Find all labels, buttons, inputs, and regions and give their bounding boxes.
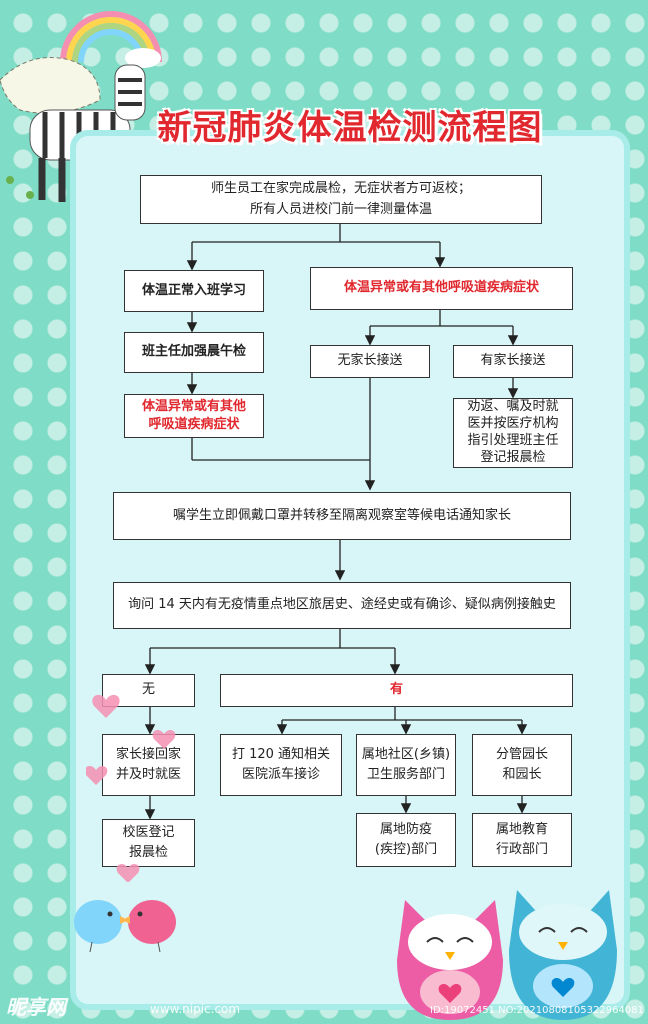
node-yes: 有	[220, 674, 573, 707]
watermark-bar: 昵享网 www.nipic.com ID:19072451 NO:2021080…	[0, 994, 648, 1024]
page-title: 新冠肺炎体温检测流程图	[157, 108, 543, 148]
node-abnormal-temp: 体温异常或有其他呼吸道疾病症状	[310, 267, 573, 310]
node-with-parent-action: 劝返、嘱及时就 医并按医疗机构 指引处理班主任 登记报晨检	[453, 398, 573, 468]
node-go-home: 家长接回家 并及时就医	[102, 734, 195, 796]
hearts-decoration	[86, 694, 176, 882]
watermark-logo: 昵享网	[6, 995, 66, 1019]
node-inquiry: 询问 14 天内有无疫情重点地区旅居史、途经史或有确诊、疑似病例接触史	[113, 582, 571, 629]
node-abnormal-class: 体温异常或有其他 呼吸道疾病症状	[124, 394, 264, 438]
node-director: 分管园长 和园长	[472, 734, 572, 796]
birds-decoration	[74, 900, 176, 953]
watermark-id: ID:19072451 NO:20210808105322964081	[430, 1005, 644, 1016]
node-with-parent: 有家长接送	[453, 345, 573, 378]
node-school-doctor: 校医登记 报晨检	[102, 819, 195, 867]
watermark-url: www.nipic.com	[150, 1002, 241, 1016]
owls-decoration	[397, 890, 617, 1020]
node-start: 师生员工在家完成晨检，无症状者方可返校； 所有人员进校门前一律测量体温	[140, 175, 542, 224]
node-normal-temp: 体温正常入班学习	[124, 270, 264, 312]
node-no-parent: 无家长接送	[310, 345, 430, 378]
node-isolate: 嘱学生立即佩戴口罩并转移至隔离观察室等候电话通知家长	[113, 492, 571, 540]
rainbow-decoration	[60, 11, 162, 68]
node-call-120: 打 120 通知相关 医院派车接诊	[220, 734, 342, 796]
node-cdc: 属地防疫 (疾控)部门	[356, 813, 456, 867]
node-education: 属地教育 行政部门	[472, 813, 572, 867]
node-community: 属地社区(乡镇) 卫生服务部门	[356, 734, 456, 796]
node-teacher-check: 班主任加强晨午检	[124, 332, 264, 373]
